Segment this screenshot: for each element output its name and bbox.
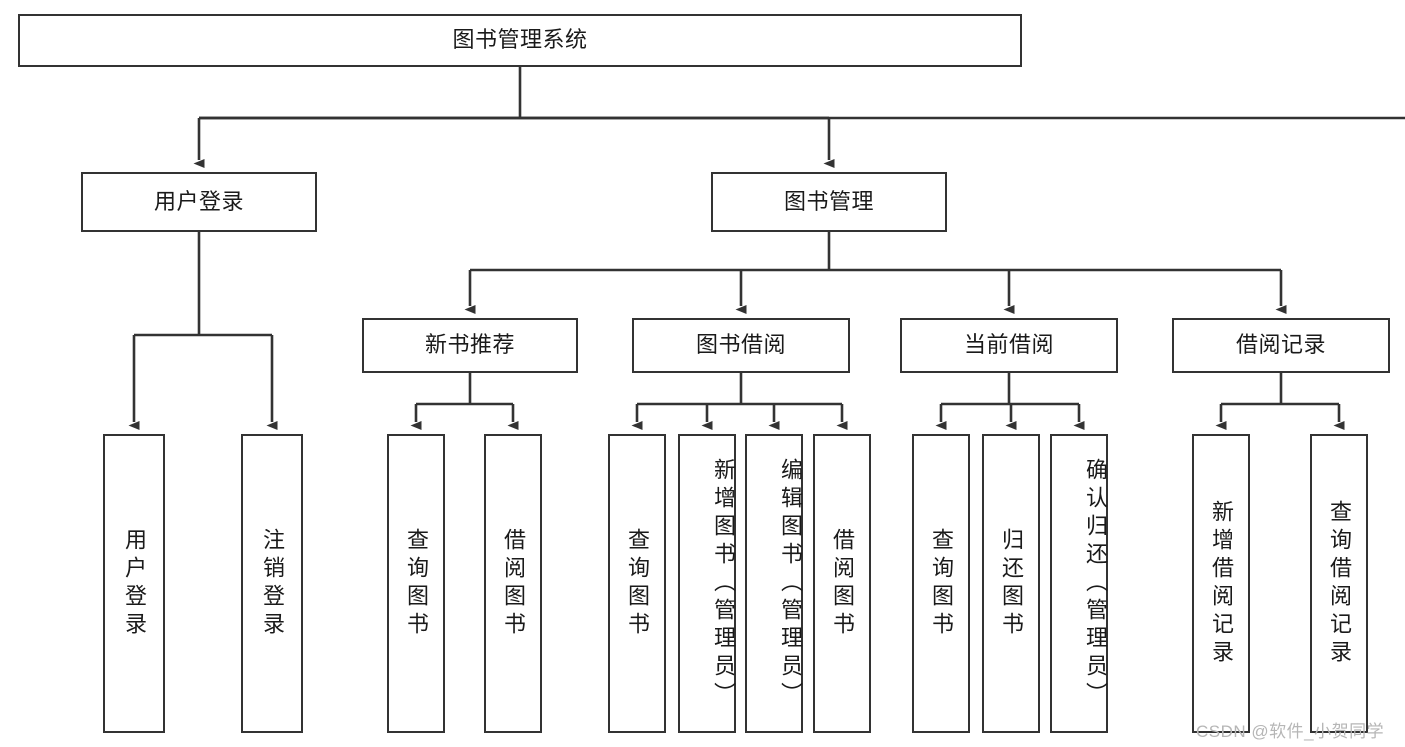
node-book-borrow-label: 图书借阅 (695, 332, 786, 358)
leaf-query-book-current-label: 查询图书 (929, 527, 954, 640)
node-new-book-recommend[interactable]: 新书推荐 (362, 318, 578, 373)
node-user-login-label: 用户登录 (153, 188, 244, 214)
leaf-logout-label: 注销登录 (260, 527, 285, 640)
node-borrow-record-label: 借阅记录 (1235, 332, 1326, 358)
leaf-return-book-label: 归还图书 (999, 527, 1024, 640)
leaf-edit-book-label: 编辑图书（管理员） (778, 457, 803, 710)
leaf-add-book[interactable]: 新增图书（管理员） (678, 434, 736, 733)
node-new-book-recommend-label: 新书推荐 (424, 332, 515, 358)
node-root-label: 图书管理系统 (452, 27, 588, 53)
leaf-logout[interactable]: 注销登录 (241, 434, 303, 733)
leaf-query-borrow-record[interactable]: 查询借阅记录 (1310, 434, 1368, 733)
watermark-text: CSDN @软件_小贺同学 (1196, 722, 1385, 741)
leaf-confirm-return-label: 确认归还（管理员） (1083, 457, 1108, 710)
node-current-borrow-label: 当前借阅 (963, 332, 1054, 358)
leaf-query-book-label: 查询图书 (625, 527, 650, 640)
watermark: CSDN @软件_小贺同学 (1196, 717, 1384, 742)
leaf-user-login[interactable]: 用户登录 (103, 434, 165, 733)
leaf-query-borrow-record-label: 查询借阅记录 (1327, 499, 1352, 668)
node-book-borrow[interactable]: 图书借阅 (632, 318, 850, 373)
leaf-confirm-return[interactable]: 确认归还（管理员） (1050, 434, 1108, 733)
leaf-return-book[interactable]: 归还图书 (982, 434, 1040, 733)
leaf-query-book-current[interactable]: 查询图书 (912, 434, 970, 733)
leaf-query-book-new[interactable]: 查询图书 (387, 434, 445, 733)
leaf-add-borrow-record-label: 新增借阅记录 (1209, 499, 1234, 668)
leaf-query-book[interactable]: 查询图书 (608, 434, 666, 733)
leaf-edit-book[interactable]: 编辑图书（管理员） (745, 434, 803, 733)
leaf-add-borrow-record[interactable]: 新增借阅记录 (1192, 434, 1250, 733)
node-book-manage-label: 图书管理 (783, 188, 874, 214)
leaf-borrow-book-new[interactable]: 借阅图书 (484, 434, 542, 733)
node-borrow-record[interactable]: 借阅记录 (1172, 318, 1390, 373)
node-root[interactable]: 图书管理系统 (18, 14, 1022, 67)
node-user-login[interactable]: 用户登录 (81, 172, 317, 232)
node-book-manage[interactable]: 图书管理 (711, 172, 947, 232)
leaf-user-login-label: 用户登录 (122, 527, 147, 640)
leaf-query-book-new-label: 查询图书 (404, 527, 429, 640)
leaf-add-book-label: 新增图书（管理员） (711, 457, 736, 710)
leaf-borrow-book-new-label: 借阅图书 (501, 527, 526, 640)
node-current-borrow[interactable]: 当前借阅 (900, 318, 1118, 373)
leaf-borrow-book-label: 借阅图书 (830, 527, 855, 640)
leaf-borrow-book[interactable]: 借阅图书 (813, 434, 871, 733)
